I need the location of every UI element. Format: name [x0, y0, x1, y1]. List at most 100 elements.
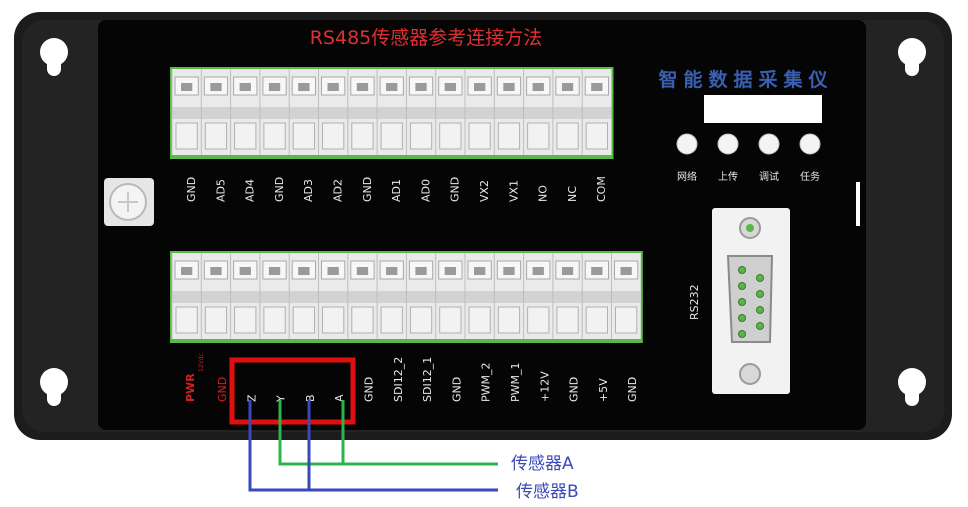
- db9-pins: [738, 266, 764, 338]
- top-terminal-screw-slot-12: [532, 83, 544, 91]
- db9-pin-5: [756, 290, 764, 298]
- top-terminal-socket-8: [409, 122, 433, 150]
- top-terminal-screw-slot-14: [591, 83, 603, 91]
- top-terminal-screw-slot-10: [474, 83, 486, 91]
- rs232-connector: [712, 208, 790, 394]
- top-terminal-block: [170, 67, 614, 159]
- bottom-terminal-label: A: [333, 394, 346, 402]
- top-terminal-socket-14: [585, 122, 609, 150]
- top-terminal-screw-slot-6: [356, 83, 369, 91]
- top-terminal-label: COM: [595, 176, 608, 202]
- bottom-terminal-socket-10: [468, 306, 491, 334]
- db9-pin-1: [738, 282, 746, 290]
- bottom-terminal-screw-slot-15: [620, 267, 632, 275]
- sensor-b-wires: [248, 400, 498, 492]
- top-terminal-socket-3: [263, 122, 286, 150]
- indicator-led-3: [799, 133, 821, 155]
- bottom-terminal-screw-slot-13: [561, 267, 574, 275]
- bottom-terminal-screw-slot-1: [210, 267, 222, 275]
- top-terminal-screw-slot-9: [444, 83, 456, 91]
- panel-side-notch: [856, 182, 860, 226]
- bottom-terminal-socket-15: [615, 306, 638, 334]
- indicator-led-1: [717, 133, 739, 155]
- top-terminal-socket-13: [556, 122, 579, 150]
- keyhole-bottom-left-icon: [40, 368, 68, 406]
- bottom-terminal-label: GND: [626, 377, 639, 402]
- bottom-terminal-socket-4: [292, 306, 316, 334]
- top-terminal-label: AD0: [419, 179, 432, 202]
- top-terminal-socket-9: [439, 122, 462, 150]
- bottom-terminal-label: PWM_2: [480, 363, 493, 403]
- indicator-label: 上传: [718, 171, 738, 183]
- sensor-a-label: 传感器A: [511, 454, 574, 474]
- db9-pin-6: [756, 306, 764, 314]
- top-terminal-label: NC: [566, 186, 579, 202]
- bottom-terminal-label: +5V: [597, 378, 610, 402]
- indicator-group: 网络 上传 调试 任务: [676, 133, 821, 183]
- top-terminal-screw-slot-0: [181, 83, 193, 91]
- top-terminal-label: VX2: [478, 180, 491, 202]
- top-terminal-screw-slot-8: [415, 83, 427, 91]
- bottom-terminal-socket-5: [322, 306, 345, 334]
- db9-pin-7: [756, 322, 764, 330]
- top-terminal-label: AD2: [332, 179, 345, 202]
- bottom-terminal-socket-13: [556, 306, 579, 334]
- bottom-terminal-label: SDI12_1: [421, 357, 434, 402]
- bottom-terminal-socket-0: [175, 306, 198, 334]
- sensor-b-label: 传感器B: [516, 482, 579, 502]
- keyhole-top-left-icon: [40, 38, 68, 76]
- rs232-label: RS232: [688, 284, 701, 320]
- db9-pin-2: [738, 298, 746, 306]
- bottom-terminal-screw-slot-10: [474, 267, 486, 275]
- top-terminal-label: AD4: [244, 179, 257, 202]
- bottom-terminal-screw-slot-12: [532, 267, 544, 275]
- bottom-terminal-socket-6: [351, 306, 374, 334]
- indicator-led-0: [676, 133, 698, 155]
- bottom-terminal-socket-7: [380, 306, 403, 334]
- bottom-terminal-label: +12V: [538, 371, 551, 402]
- bottom-terminal-socket-11: [497, 306, 521, 334]
- top-terminal-label: AD1: [390, 179, 403, 202]
- bottom-terminal-label: SDI12_2: [392, 357, 405, 402]
- bottom-terminal-screw-slot-9: [444, 267, 456, 275]
- bottom-terminal-socket-9: [439, 306, 462, 334]
- bottom-terminal-label: Z: [245, 394, 258, 402]
- top-terminal-label: GND: [361, 177, 374, 202]
- top-terminal-screw-slot-1: [210, 83, 222, 91]
- db9-pin-8: [738, 330, 746, 338]
- top-terminal-label: VX1: [507, 180, 520, 202]
- bottom-terminal-label: GND: [568, 377, 581, 402]
- top-terminal-screw-slot-11: [503, 83, 515, 91]
- top-terminal-screw-slot-7: [386, 83, 398, 91]
- top-terminal-label: GND: [185, 177, 198, 202]
- top-terminal-socket-11: [497, 122, 521, 150]
- ground-knob: [104, 178, 154, 226]
- keyhole-top-right-icon: [898, 38, 926, 76]
- top-terminal-screw-slot-3: [268, 83, 281, 91]
- top-terminal-socket-10: [468, 122, 491, 150]
- bottom-terminal-socket-1: [204, 306, 228, 334]
- bottom-terminal-block: [170, 251, 643, 343]
- top-terminal-label: GND: [273, 177, 286, 202]
- bottom-terminal-screw-slot-6: [356, 267, 369, 275]
- bottom-terminal-screw-slot-7: [386, 267, 398, 275]
- bottom-terminal-screw-slot-14: [591, 267, 603, 275]
- bottom-terminal-screw-slot-4: [298, 267, 310, 275]
- bottom-terminal-screw-slot-2: [239, 267, 251, 275]
- indicator-label: 任务: [800, 170, 820, 183]
- bottom-terminal-label: GND: [450, 377, 463, 402]
- top-terminal-socket-0: [175, 122, 198, 150]
- bottom-terminal-label: GND: [363, 377, 376, 402]
- top-terminal-socket-4: [292, 122, 316, 150]
- rs485-highlight-box: [229, 357, 356, 425]
- indicator-label: 网络: [677, 170, 697, 183]
- diagram-title: RS485传感器参考连接方法: [310, 27, 543, 49]
- sensor-a-wires: [278, 400, 498, 466]
- bottom-terminal-socket-3: [263, 306, 286, 334]
- indicator-label: 调试: [759, 170, 779, 183]
- top-terminal-rail: [172, 107, 612, 119]
- db9-pin-0: [738, 266, 746, 274]
